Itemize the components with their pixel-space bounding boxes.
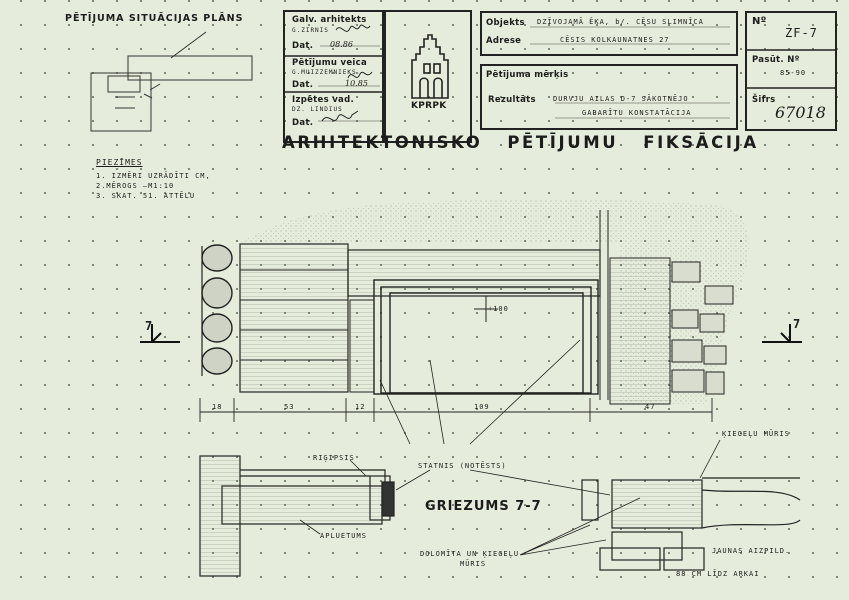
section-mark-left: 7: [145, 319, 153, 333]
main-title: ARHITEKTONISKO PĒTĪJUMU FIKSĀCIJA: [282, 133, 759, 152]
logo-box: [384, 10, 472, 143]
date-value-2: 10.85: [345, 79, 368, 88]
no-label: Nº: [752, 16, 767, 27]
order-value: 85-90: [780, 69, 807, 77]
dim-1: 18: [212, 403, 223, 411]
label-jaunas-aizpild: JAUNAS AIZPILD.: [712, 547, 791, 555]
address-value: CĒSIS KOLKAUNATNES 27: [560, 36, 670, 44]
code-value: 67018: [775, 103, 826, 122]
note-2: 2.MĒROGS —M1:10: [96, 182, 175, 190]
date-label-1: Dat.: [292, 41, 314, 51]
order-label: Pasūt. Nº: [752, 55, 800, 65]
object-box: [480, 11, 738, 56]
section-title: GRIEZUMS 7-7: [425, 499, 542, 514]
chief-architect-name: G.ZIRNIS: [292, 27, 329, 34]
address-label: Adrese: [486, 36, 522, 46]
date-label-3: Dat.: [292, 118, 314, 128]
chief-architect-label: Galv. arhitekts: [292, 15, 367, 25]
date-value-1: 08.86: [330, 40, 353, 49]
label-dolomita-1: DOLOMĪTA UN ĶIEGEĻU: [420, 550, 520, 558]
number-box: [745, 11, 837, 131]
object-label: Objekts: [486, 18, 525, 28]
dim-4: 109: [474, 403, 490, 411]
drawn-by-label: Izpētes vad.: [292, 95, 354, 105]
label-arkai: 88 CM LĪDZ ARKAI: [676, 570, 760, 578]
purpose-label: Pētījuma mērķis: [486, 70, 569, 80]
object-value: DZĪVOJAMĀ ĒKA, b/. CĒSU SLIMNĪCA: [537, 18, 704, 26]
result-label: Rezultāts: [488, 95, 536, 105]
label-statnis: STATNIS (NOTĒSTS): [418, 462, 507, 470]
purpose-box: [480, 64, 738, 130]
note-1: 1. IZMĒRI UZRĀDĪTI CM,: [96, 172, 211, 180]
label-apluetums: APLUETUMS: [320, 532, 367, 540]
no-value: ZF-7: [785, 26, 818, 40]
site-plan-title: PĒTĪJUMA SITUĀCIJAS PLĀNS: [65, 13, 244, 24]
note-3: 3. SKAT. 51. ATTĒLU: [96, 192, 196, 200]
date-label-2: Dat.: [292, 80, 314, 90]
notes-title: PIEZĪMES: [96, 158, 143, 167]
result-value-1: DURVJU AILAS D-7 SĀKOTNĒJO: [553, 95, 689, 103]
dim-5: 47: [645, 403, 656, 411]
dim-2: 53: [284, 403, 295, 411]
logo-text: KPRPK: [411, 101, 447, 111]
researcher-name: G.MUIZZEMNIEKS: [292, 69, 357, 76]
code-label: Šifrs: [752, 95, 776, 105]
label-kiegelu-muris: ĶIEGEĻU MŪRIS: [722, 430, 790, 438]
drawn-by-name: DZ. LINDIUS: [292, 106, 343, 113]
authors-box: [283, 10, 384, 143]
level-mark: +100: [488, 305, 509, 313]
section-mark-right: 7: [793, 317, 801, 331]
result-value-2: GABARĪTU KONSTATĀCIJA: [582, 109, 692, 117]
label-rigips: RIĢIPSIS: [313, 454, 355, 462]
dim-3: 12: [355, 403, 366, 411]
label-dolomita-2: MŪRIS: [460, 560, 487, 568]
researcher-label: Pētījumu veica: [292, 58, 367, 68]
